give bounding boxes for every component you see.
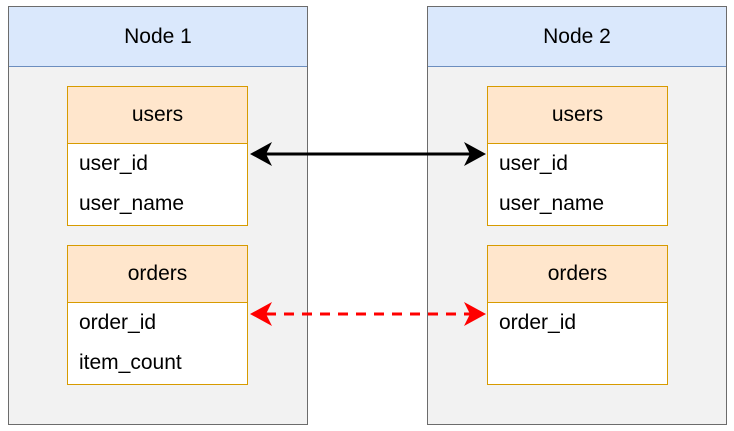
user-id-link [250,142,486,166]
table-header-orders: orders [488,246,667,303]
node-2-orders-table: orders order_id [487,245,668,385]
order-id-link [250,302,486,326]
node-1-title: Node 1 [9,7,307,67]
node-1-orders-table: orders order_id item_count [67,245,248,385]
table-header-users: users [488,87,667,144]
field-order-id: order_id [79,311,157,334]
field-order-id: order_id [499,311,577,334]
arrowhead-left-icon [250,142,272,166]
table-header-orders: orders [68,246,247,303]
arrowhead-left-icon [250,302,272,326]
node-2-container: Node 2 users user_id user_name orders or… [427,6,727,425]
node-2-title: Node 2 [428,7,726,67]
field-user-name: user_name [499,192,605,215]
table-header-users: users [68,87,247,144]
node-1-users-table: users user_id user_name [67,86,248,226]
field-user-name: user_name [79,192,185,215]
field-item-count: item_count [79,351,182,374]
arrowhead-right-icon [464,302,486,326]
node-2-users-table: users user_id user_name [487,86,668,226]
field-user-id: user_id [499,152,568,175]
node-1-container: Node 1 users user_id user_name orders or… [8,6,308,425]
field-user-id: user_id [79,152,148,175]
arrowhead-right-icon [464,142,486,166]
